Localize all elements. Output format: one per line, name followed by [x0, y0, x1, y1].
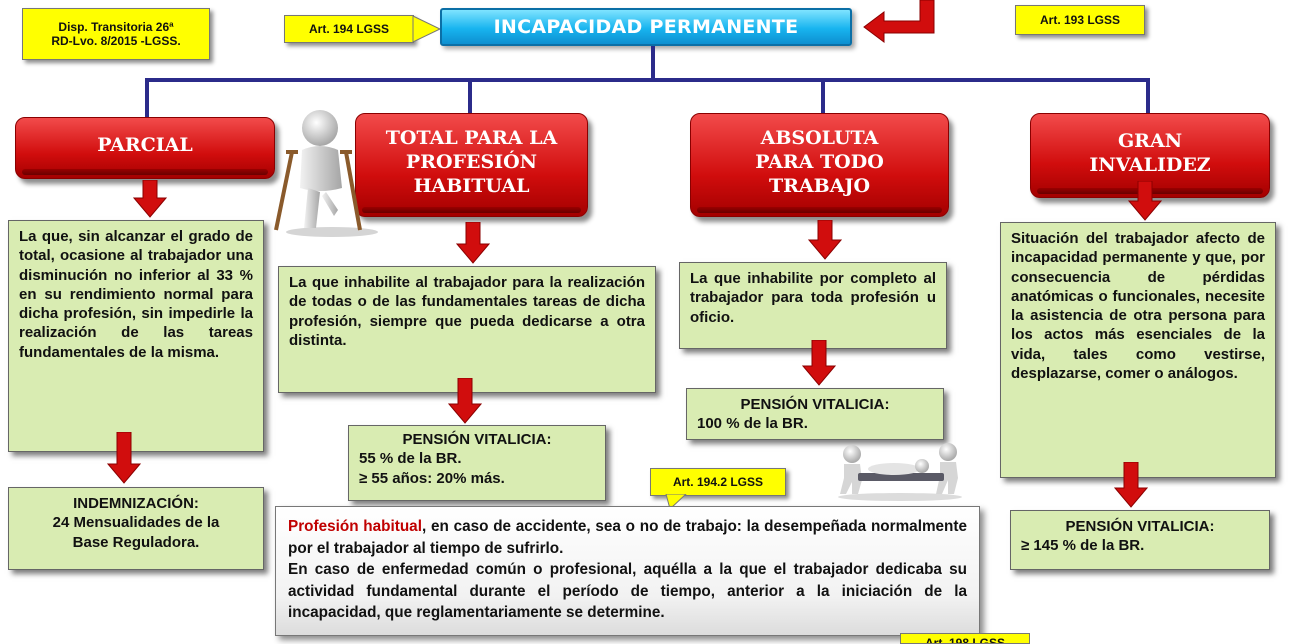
down-arrow-icon [1128, 181, 1162, 221]
definition-term: Profesión habitual [288, 518, 422, 535]
connector-horizontal [145, 78, 1150, 82]
benefit-absoluta: PENSIÓN VITALICIA: 100 % de la BR. [686, 388, 944, 440]
disp-line-2: RD-Lvo. 8/2015 -LGSS. [51, 34, 181, 48]
benefit-title: PENSIÓN VITALICIA: [740, 396, 890, 413]
down-arrow-icon [133, 180, 167, 218]
disp-transitoria-label: Disp. Transitoria 26ª RD-Lvo. 8/2015 -LG… [22, 8, 210, 60]
category-absoluta: ABSOLUTA PARA TODO TRABAJO [690, 113, 949, 217]
art198-label: Art. 198 LGSS [900, 633, 1030, 644]
down-arrow-icon [808, 220, 842, 260]
connector-gran [1146, 78, 1150, 114]
profesion-habitual-definition: Profesión habitual, en caso de accidente… [275, 506, 980, 636]
benefit-line: 24 Mensualidades de la [52, 514, 220, 532]
benefit-title: INDEMNIZACIÓN: [73, 495, 199, 512]
down-arrow-icon [802, 340, 836, 386]
definition-text-1: , en caso de accidente, sea o no de trab… [288, 518, 967, 557]
benefit-total: PENSIÓN VITALICIA: 55 % de la BR. ≥ 55 a… [348, 425, 606, 501]
down-arrow-icon [448, 378, 482, 424]
art193-label: Art. 193 LGSS [1015, 5, 1145, 35]
connector-trunk [651, 46, 655, 80]
disp-line-1: Disp. Transitoria 26ª [58, 20, 174, 34]
benefit-line: 55 % de la BR. [359, 450, 462, 468]
benefit-title: PENSIÓN VITALICIA: [402, 431, 552, 448]
art194-text: Art. 194 LGSS [308, 22, 390, 36]
benefit-line: 100 % de la BR. [697, 415, 808, 433]
benefit-title: PENSIÓN VITALICIA: [1065, 518, 1215, 535]
art194-pointer [412, 15, 442, 43]
art193-text: Art. 193 LGSS [1039, 13, 1121, 27]
stretcher-figures-image [838, 443, 962, 501]
benefit-line: ≥ 55 años: 20% más. [359, 469, 505, 487]
benefit-parcial: INDEMNIZACIÓN: 24 Mensualidades de la Ba… [8, 487, 264, 570]
page-title: INCAPACIDAD PERMANENTE [440, 8, 852, 46]
description-parcial: La que, sin alcanzar el grado de total, … [8, 220, 264, 452]
category-parcial: PARCIAL [15, 117, 275, 179]
benefit-line: Base Reguladora. [72, 533, 200, 551]
benefit-line: ≥ 145 % de la BR. [1021, 537, 1145, 555]
art194-label: Art. 194 LGSS [284, 15, 414, 43]
connector-total [468, 78, 472, 114]
definition-text-2: En caso de enfermedad común o profesiona… [288, 561, 967, 621]
category-total: TOTAL PARA LA PROFESIÓN HABITUAL [355, 113, 588, 217]
benefit-gran-invalidez: PENSIÓN VITALICIA: ≥ 145 % de la BR. [1010, 510, 1270, 570]
art1942-text: Art. 194.2 LGSS [672, 475, 764, 489]
art1942-pointer [665, 494, 687, 510]
bent-arrow-icon [863, 0, 935, 43]
connector-absoluta [821, 78, 825, 114]
art1942-label: Art. 194.2 LGSS [650, 468, 786, 496]
description-absoluta: La que inhabilite por completo al trabaj… [679, 262, 947, 349]
description-total: La que inhabilite al trabajador para la … [278, 266, 656, 393]
description-gran-invalidez: Situación del trabajador afecto de incap… [1000, 222, 1276, 478]
connector-parcial [145, 78, 149, 118]
down-arrow-icon [1114, 462, 1148, 508]
down-arrow-icon [107, 432, 141, 484]
down-arrow-icon [456, 222, 490, 264]
art198-text: Art. 198 LGSS [924, 636, 1006, 644]
person-crutches-image [274, 110, 378, 237]
